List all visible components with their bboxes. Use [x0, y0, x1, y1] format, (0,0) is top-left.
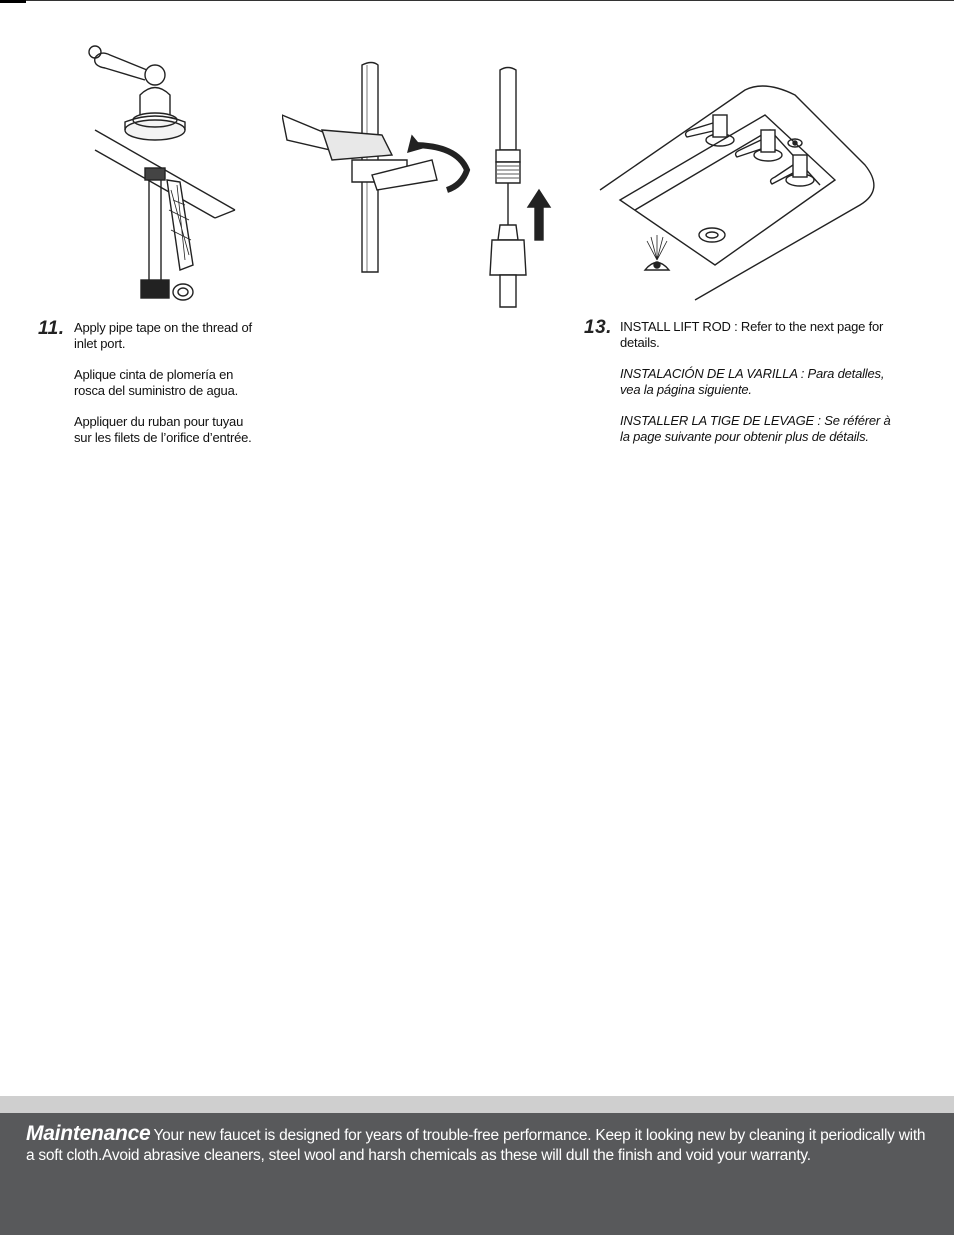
instruction-en: Apply pipe tape on the thread of inlet p…	[74, 320, 252, 351]
step-11: 11. Apply pipe tape on the thread of inl…	[38, 318, 298, 461]
instruction-en: INSTALL LIFT ROD : Refer to the next pag…	[620, 319, 884, 350]
instruction-es: Aplique cinta de plomería en rosca del s…	[74, 367, 239, 398]
pipe-tape-illustration	[88, 45, 236, 301]
step-instructions: Apply pipe tape on the thread of inlet p…	[74, 320, 252, 461]
top-rule	[0, 0, 954, 1]
step-13: 13. INSTALL LIFT ROD : Refer to the next…	[584, 317, 914, 460]
maintenance-title: Maintenance	[26, 1122, 151, 1145]
step-instructions: INSTALL LIFT ROD : Refer to the next pag…	[620, 319, 891, 460]
pipe-connection-illustration	[489, 66, 552, 308]
sink-lift-rod-illustration	[599, 85, 875, 301]
wrench-illustration	[282, 61, 471, 273]
step-number: 11.	[38, 318, 65, 339]
step-number: 13.	[584, 317, 612, 338]
instruction-es: INSTALACIÓN DE LA VARILLA : Para detalle…	[620, 366, 885, 397]
top-tab-marker	[0, 0, 26, 3]
maintenance-text: Your new faucet is designed for years of…	[26, 1127, 926, 1164]
instruction-fr: INSTALLER LA TIGE DE LEVAGE : Se référer…	[620, 413, 891, 444]
instruction-fr: Appliquer du ruban pour tuyau sur les fi…	[74, 414, 252, 445]
footer-accent-band	[0, 1096, 954, 1113]
